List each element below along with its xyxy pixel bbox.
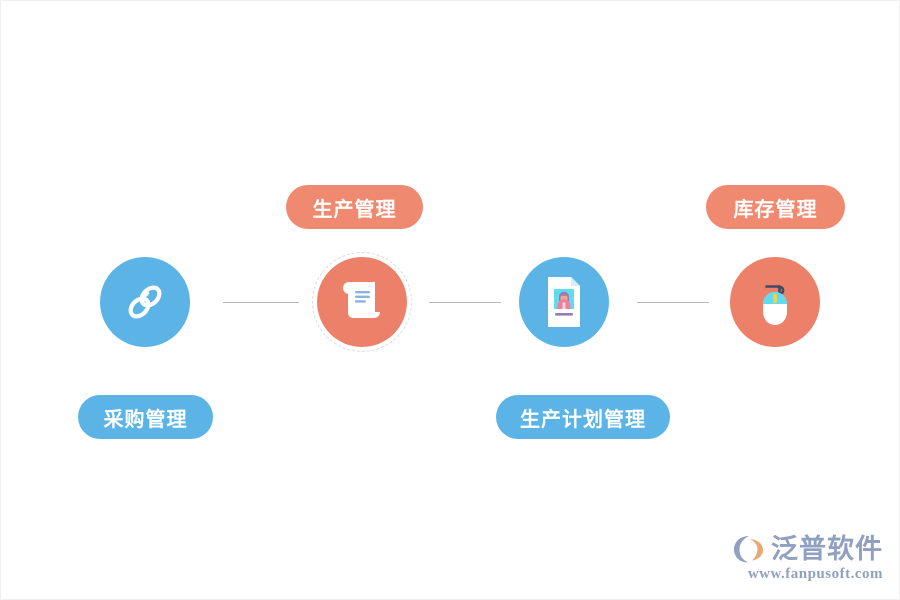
step-node-production-planning[interactable]: [519, 257, 609, 347]
step-circle-inventory: [730, 257, 820, 347]
fanpu-swoosh-logo-icon: [734, 536, 763, 563]
step-label-inventory[interactable]: 库存管理: [706, 185, 845, 229]
watermark-url-text: www.fanpusoft.com: [747, 566, 883, 582]
connector-3-4: [637, 302, 709, 303]
computer-mouse-icon: [763, 285, 787, 325]
step-label-text: 库存管理: [733, 198, 818, 221]
step-circle-production-planning: [519, 257, 609, 347]
watermark: 泛普软件 www.fanpusoft.com: [733, 534, 883, 583]
step-node-purchasing[interactable]: [100, 257, 190, 347]
step-halo-ring: [312, 252, 412, 352]
step-label-reflection-inventory: 库存管理: [706, 229, 845, 259]
scroll-document-icon: [343, 282, 380, 318]
step-circle-purchasing: [100, 257, 190, 347]
connector-1-2: [223, 302, 299, 303]
chain-link-icon: [128, 285, 162, 319]
step-node-inventory[interactable]: [730, 257, 820, 347]
step-label-text: 生产计划管理: [520, 408, 646, 431]
step-label-text: 采购管理: [103, 408, 188, 431]
watermark-brand-row: 泛普软件: [733, 534, 883, 564]
step-node-production[interactable]: [312, 252, 412, 352]
connector-2-3: [429, 302, 501, 303]
watermark-brand-text: 泛普软件: [771, 533, 883, 565]
step-circle-production: [317, 257, 407, 347]
step-label-production[interactable]: 生产管理: [286, 185, 423, 229]
step-label-production-planning[interactable]: 生产计划管理: [496, 395, 670, 439]
step-label-text: 生产管理: [312, 198, 397, 221]
id-card-document-icon: [548, 277, 580, 327]
step-label-purchasing[interactable]: 采购管理: [78, 395, 213, 439]
